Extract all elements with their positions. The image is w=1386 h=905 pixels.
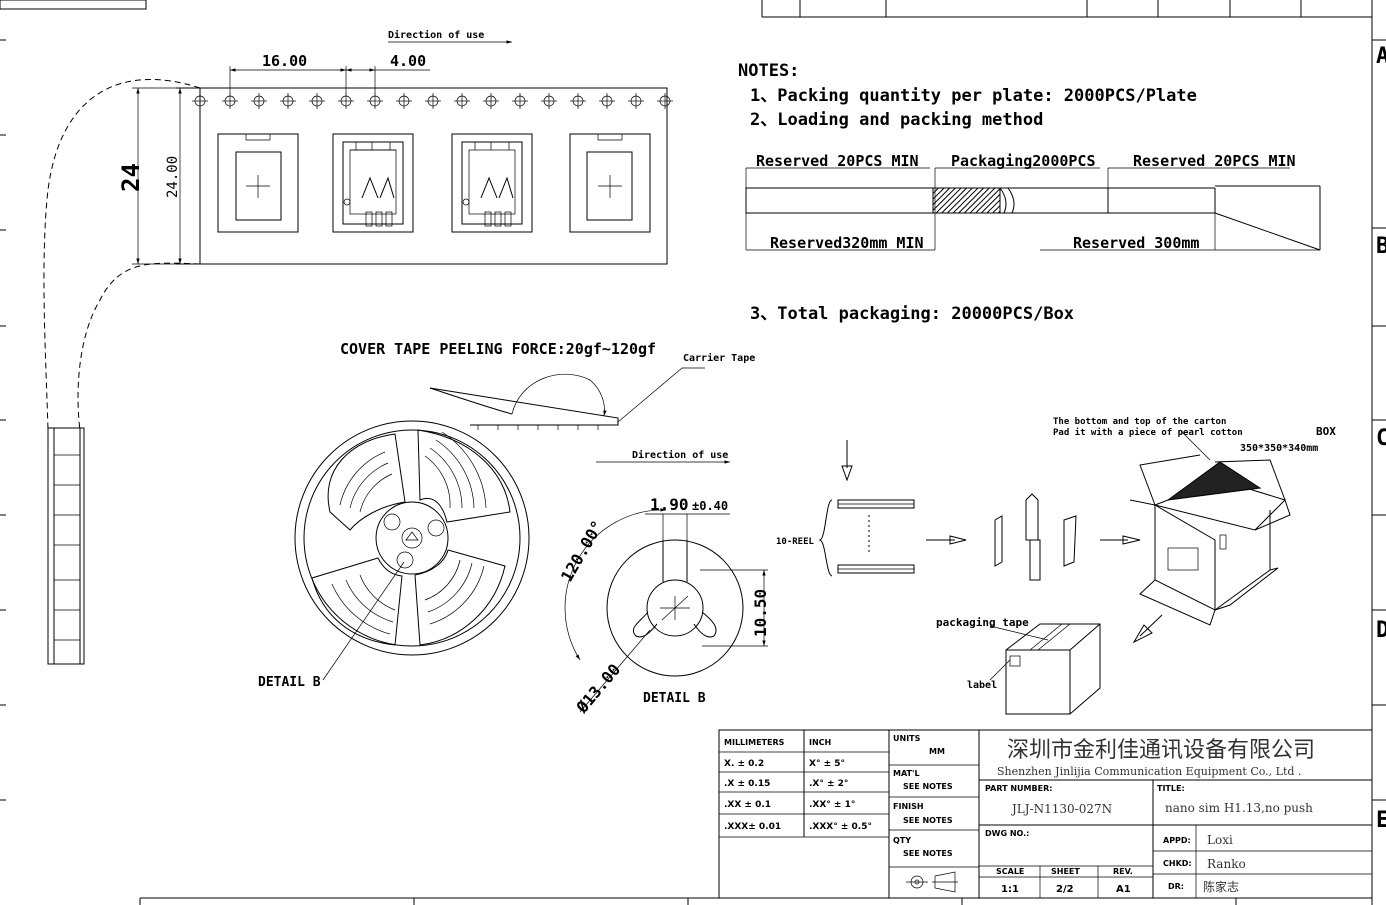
box-size: 350*350*340mm bbox=[1240, 443, 1318, 454]
zone-b-label: B bbox=[1376, 234, 1386, 259]
matl-value: SEE NOTES bbox=[903, 782, 953, 791]
tol-inch-0: X° ± 5° bbox=[809, 759, 845, 769]
tape-path bbox=[43, 79, 201, 665]
note-3: 3、Total packaging: 20000PCS/Box bbox=[750, 304, 1074, 324]
units-label: UNITS bbox=[893, 734, 921, 743]
matl-label: MAT'L bbox=[893, 769, 920, 778]
company-name-cn: 深圳市金利佳通讯设备有限公司 bbox=[1007, 738, 1315, 763]
dim-slot: 1.90 bbox=[650, 495, 689, 514]
note-1: 1、Packing quantity per plate: 2000PCS/Pl… bbox=[750, 86, 1197, 106]
tol-mm-3: .XXX± 0.01 bbox=[724, 822, 781, 832]
detail-b-label-right: DETAIL B bbox=[643, 691, 706, 706]
reel-front-view bbox=[294, 420, 530, 681]
dim-tape-width: 24 bbox=[117, 163, 145, 192]
rev-value: A1 bbox=[1116, 884, 1131, 895]
label-text: label bbox=[967, 680, 997, 691]
filled-pocket bbox=[332, 133, 414, 233]
direction-of-use-reel: Direction of use bbox=[632, 449, 728, 461]
notes-title: NOTES: bbox=[738, 61, 799, 81]
title-block bbox=[718, 729, 1373, 899]
dim-pitch: 16.00 bbox=[262, 52, 307, 70]
empty-pocket bbox=[569, 133, 651, 233]
cover-tape-force: COVER TAPE PEELING FORCE:20gf~120gf bbox=[340, 340, 656, 358]
finish-label: FINISH bbox=[893, 802, 924, 811]
qty-label: QTY bbox=[893, 836, 911, 845]
ten-reel-label: 10-REEL bbox=[776, 537, 815, 547]
tol-inch-1: .X° ± 2° bbox=[809, 779, 848, 789]
dim-slot-tol: ±0.40 bbox=[692, 499, 728, 513]
units-value: MM bbox=[929, 747, 945, 756]
reserved-left: Reserved 20PCS MIN bbox=[756, 152, 919, 170]
direction-of-use-top: Direction of use bbox=[388, 29, 484, 41]
company-name-en: Shenzhen Jinlijia Communication Equipmen… bbox=[997, 765, 1301, 778]
sheet-value: 2/2 bbox=[1056, 884, 1074, 895]
carton-note-line1: The bottom and top of the carton bbox=[1053, 417, 1226, 427]
zone-e-label: E bbox=[1376, 808, 1386, 833]
part-number-label: PART NUMBER: bbox=[985, 784, 1052, 793]
zone-a-label: A bbox=[1376, 44, 1386, 69]
title-label: TITLE: bbox=[1157, 784, 1185, 793]
chkd-value: Ranko bbox=[1207, 857, 1246, 871]
reserved-right: Reserved 20PCS MIN bbox=[1133, 152, 1296, 170]
dim-hole: 4.00 bbox=[390, 52, 426, 70]
zone-c-label: C bbox=[1376, 426, 1386, 451]
scale-value: 1:1 bbox=[1001, 884, 1019, 895]
chkd-label: CHKD: bbox=[1163, 859, 1192, 868]
tol-inch-header: INCH bbox=[809, 738, 831, 747]
appd-value: Loxi bbox=[1207, 833, 1233, 847]
appd-label: APPD: bbox=[1163, 836, 1191, 845]
peel-detail bbox=[429, 367, 705, 430]
filled-pocket bbox=[451, 133, 533, 233]
boxing-process: 10-REEL The bottom and top of the carton… bbox=[776, 417, 1336, 715]
detail-b-hub: Direction of use bbox=[564, 449, 768, 713]
tol-inch-3: .XXX° ± 0.5° bbox=[809, 822, 872, 832]
dwg-no-label: DWG NO.: bbox=[985, 829, 1029, 838]
dim-angle: 120.00° bbox=[557, 517, 607, 585]
drawing-title: nano sim H1.13,no push bbox=[1165, 801, 1313, 815]
packing-method-diagram bbox=[745, 167, 1321, 251]
tol-mm-header: MILLIMETERS bbox=[724, 738, 785, 747]
box-label: BOX bbox=[1316, 425, 1336, 438]
dr-value: 陈家志 bbox=[1203, 879, 1239, 894]
finish-value: SEE NOTES bbox=[903, 816, 953, 825]
dim-height: 10.50 bbox=[751, 589, 770, 637]
note-2: 2、Loading and packing method bbox=[750, 110, 1043, 130]
carton-note-line2: Pad it with a piece of pearl cotton bbox=[1053, 427, 1243, 438]
tol-mm-2: .XX ± 0.1 bbox=[724, 800, 771, 810]
zone-d-label: D bbox=[1376, 618, 1386, 643]
detail-b-label-left: DETAIL B bbox=[258, 675, 321, 690]
scale-label: SCALE bbox=[996, 867, 1024, 876]
carrier-tape-label: Carrier Tape bbox=[683, 352, 755, 364]
carrier-tape-view bbox=[132, 40, 674, 265]
dim-diameter: Ø13.00 bbox=[572, 660, 624, 717]
empty-pocket bbox=[217, 133, 299, 233]
rev-label: REV. bbox=[1113, 867, 1133, 876]
tol-mm-0: X. ± 0.2 bbox=[724, 759, 764, 769]
dim-tape-width-small: 24.00 bbox=[165, 156, 181, 198]
part-number: JLJ-N1130-027N bbox=[1010, 802, 1112, 816]
packaging-tape-label: packaging tape bbox=[936, 616, 1029, 629]
tol-inch-2: .XX° ± 1° bbox=[809, 800, 855, 810]
sheet-label: SHEET bbox=[1051, 867, 1080, 876]
tol-mm-1: .X ± 0.15 bbox=[724, 779, 770, 789]
packaging-count: Packaging2000PCS bbox=[951, 152, 1096, 170]
dr-label: DR: bbox=[1168, 882, 1184, 891]
qty-value: SEE NOTES bbox=[903, 849, 953, 858]
reserved-300: Reserved 300mm bbox=[1073, 234, 1199, 252]
reserved-320: Reserved320mm MIN bbox=[770, 234, 924, 252]
